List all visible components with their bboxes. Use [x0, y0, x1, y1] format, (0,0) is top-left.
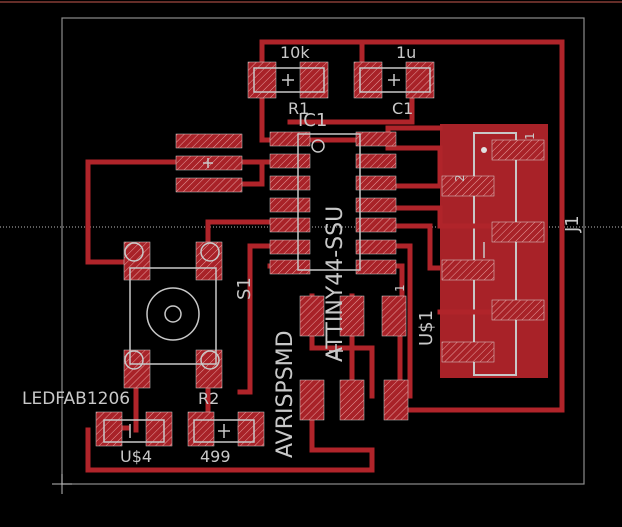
- pad-hatch: [442, 260, 494, 280]
- ic1-name-label: IC1: [298, 110, 327, 131]
- pad-hatch: [442, 176, 494, 196]
- pad-hatch: [270, 260, 310, 274]
- pad-hatch: [176, 134, 242, 148]
- s1-name-label: S1: [234, 277, 255, 300]
- pad-hatch: [188, 412, 214, 446]
- us1-pin1-label: 1: [393, 284, 407, 292]
- pad-hatch: [270, 132, 310, 146]
- avr-name-label: AVRISPSMD: [273, 330, 298, 458]
- r2-name-label: R2: [198, 389, 219, 408]
- pad-hatch: [96, 412, 122, 446]
- pad-hatch: [340, 380, 364, 420]
- pad-hatch: [442, 342, 494, 362]
- pad-hatch: [492, 140, 544, 160]
- j1-name-label: J1: [562, 215, 583, 233]
- us1-name-label: U$1: [416, 310, 437, 346]
- pads[interactable]: [95, 61, 545, 447]
- pad-hatch: [270, 198, 310, 212]
- c1-name-label: C1: [392, 99, 413, 118]
- pad-hatch: [356, 218, 396, 232]
- pad-hatch: [270, 176, 310, 190]
- pad-hatch: [356, 176, 396, 190]
- c1-value-label: 1u: [396, 43, 416, 62]
- board-outline: [61, 17, 585, 485]
- origin-marker: [52, 474, 72, 494]
- pad-hatch: [238, 412, 264, 446]
- led-part-label: LEDFAB1206: [22, 389, 130, 409]
- pad-hatch: [300, 380, 324, 420]
- silkscreen: [103, 67, 485, 443]
- pad-hatch: [356, 198, 396, 212]
- ic1-part-label: ATTINY44-SSU: [323, 206, 348, 362]
- us4-name-label: U$4: [120, 447, 152, 466]
- pad-hatch: [356, 154, 396, 168]
- pad-hatch: [176, 178, 242, 192]
- j1-pin1-label: 1: [523, 132, 537, 140]
- r1-name-label: R1: [288, 99, 309, 118]
- j1-connector-body[interactable]: [440, 124, 548, 378]
- j1-connector-outline: [473, 132, 517, 376]
- pad-hatch: [384, 380, 408, 420]
- pad-hatch: [270, 218, 310, 232]
- pad-hatch: [492, 222, 544, 242]
- pad-hatch: [492, 300, 544, 320]
- r1-value-label: 10k: [280, 43, 310, 62]
- j1-pin2-label: 2: [453, 174, 467, 182]
- pad-hatch: [270, 154, 310, 168]
- pad-hatch: [340, 296, 364, 336]
- r2-value-label: 499: [200, 447, 231, 466]
- j1-pin1-dot: [481, 147, 487, 153]
- pad-hatch: [300, 296, 324, 336]
- pad-hatch: [356, 240, 396, 254]
- pad-hatch: [382, 296, 406, 336]
- pad-hatch: [356, 132, 396, 146]
- pad-hatch: [146, 412, 172, 446]
- pad-hatch: [356, 260, 396, 274]
- pad-hatch: [270, 240, 310, 254]
